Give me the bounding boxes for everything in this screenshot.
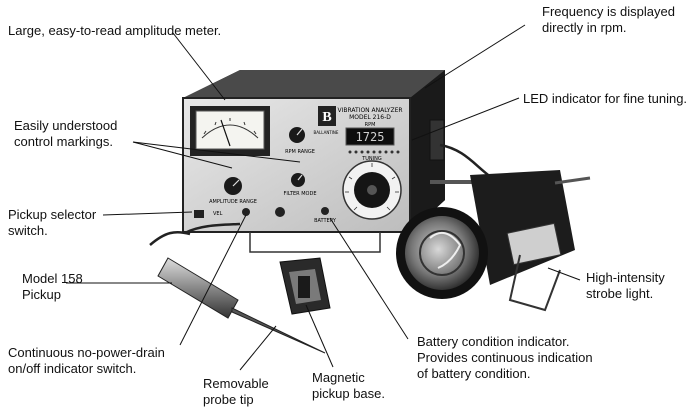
callout-probe-tip: Removable probe tip xyxy=(203,376,269,407)
callout-magnetic-base: Magnetic pickup base. xyxy=(312,370,385,401)
brand-logo xyxy=(318,106,336,126)
panel-title: VIBRATION ANALYZER xyxy=(337,107,402,114)
battery-label: BATTERY xyxy=(314,218,337,224)
callout-amplitude-meter: Large, easy-to-read amplitude meter. xyxy=(8,23,222,38)
rpm-range-label: RPM RANGE xyxy=(285,149,315,155)
rpm-display xyxy=(345,127,395,146)
meter-needle xyxy=(220,119,231,147)
pickup-selector-switch xyxy=(194,210,204,218)
callout-onoff-switch: Continuous no-power-drain on/off indicat… xyxy=(8,345,165,376)
callout-frequency-display: Frequency is displayed directly in rpm. xyxy=(542,4,675,35)
rpm-display-value: 1725 xyxy=(356,130,385,144)
tuning-leds xyxy=(348,150,400,154)
model-label: MODEL 216-D xyxy=(349,114,391,121)
rpm-label: RPM xyxy=(365,122,376,128)
magnetic-pickup-base xyxy=(279,257,331,315)
brand-mark: B xyxy=(322,110,331,125)
pickup-body xyxy=(157,257,239,319)
callout-led-indicator: LED indicator for fine tuning. xyxy=(523,91,688,106)
strobe-light xyxy=(396,170,591,312)
pickup-cable xyxy=(149,230,191,246)
battery-indicator xyxy=(321,207,329,215)
callout-control-markings: Easily understood control markings. xyxy=(14,118,118,149)
callout-model-158: Model 158 Pickup xyxy=(22,271,83,302)
amplitude-meter xyxy=(190,106,270,156)
filter-mode-label: FILTER MODE xyxy=(284,191,317,197)
output-jack xyxy=(275,207,285,217)
model-158-pickup xyxy=(149,222,326,354)
strobe-stand xyxy=(508,254,561,312)
manufacturer-label: BALLANTINE xyxy=(314,130,339,135)
strobe-label-plate xyxy=(506,222,562,266)
onoff-switch xyxy=(242,208,250,216)
probe-tip xyxy=(231,307,326,354)
callout-pickup-selector: Pickup selector switch. xyxy=(8,207,97,238)
vel-label: VEL xyxy=(213,211,223,217)
callout-battery-indicator: Battery condition indicator. Provides co… xyxy=(417,334,593,381)
amplitude-range-label: AMPLITUDE RANGE xyxy=(209,199,257,205)
leader-lines xyxy=(66,24,581,371)
tuning-label: TUNING xyxy=(361,156,382,162)
callout-strobe-light: High-intensity strobe light. xyxy=(586,270,665,301)
